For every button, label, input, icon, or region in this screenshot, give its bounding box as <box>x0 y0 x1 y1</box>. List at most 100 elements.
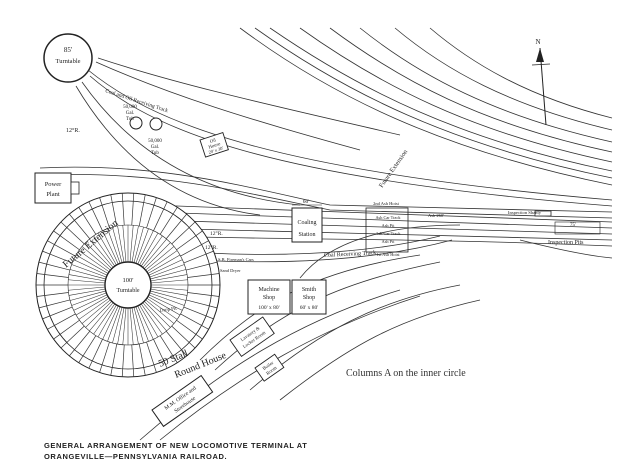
turntable-spoke <box>107 306 121 342</box>
turntable-spoke <box>135 306 149 342</box>
svg-text:2nd Ash Hoist: 2nd Ash Hoist <box>373 201 400 206</box>
turntable-spoke <box>102 305 119 340</box>
round-house-stall-wall <box>99 341 110 373</box>
turntable-spoke <box>142 302 167 332</box>
svg-text:85': 85' <box>64 46 72 54</box>
svg-text:Ash Pit: Ash Pit <box>382 223 396 228</box>
round-house-stall-wall <box>110 194 118 227</box>
svg-text:100': 100' <box>123 277 134 284</box>
turntable-spoke <box>112 307 123 344</box>
svg-text:1st Ash Hoist: 1st Ash Hoist <box>376 252 400 257</box>
turntable-spoke <box>149 292 185 306</box>
round-house-stall-wall <box>36 292 69 297</box>
turntable-spoke <box>148 259 183 276</box>
round-house: 100' Turntable <box>35 192 221 378</box>
round-house-stall-wall <box>187 292 220 297</box>
svg-text:Turntable: Turntable <box>116 288 139 294</box>
svg-text:House: House <box>208 142 221 151</box>
turntable-spoke <box>68 279 106 284</box>
turntable-spoke <box>89 302 114 332</box>
coaling-station: Coaling Station 60' <box>291 199 323 243</box>
round-house-stall-wall <box>38 299 70 309</box>
svg-text:50,000: 50,000 <box>148 139 162 144</box>
turntable-spoke <box>97 304 117 338</box>
turntable-spoke <box>68 288 106 296</box>
turntable-spoke <box>71 292 107 306</box>
round-house-stall-wall <box>131 344 135 377</box>
lavatory-building: Lavatory & Locker Room <box>229 316 275 358</box>
turntable-spoke <box>68 286 106 291</box>
turntable-spoke <box>145 299 175 324</box>
svg-text:Tub: Tub <box>151 151 159 156</box>
svg-text:Shop: Shop <box>303 295 315 301</box>
round-house-stall-wall <box>180 240 209 257</box>
svg-text:Ash Car Track: Ash Car Track <box>375 231 401 236</box>
turntable-spoke <box>85 242 112 269</box>
radius-label-12: 12°R. <box>66 127 80 134</box>
caption-line-1: GENERAL ARRANGEMENT OF NEW LOCOMOTIVE TE… <box>44 441 308 450</box>
svg-text:Ash 260': Ash 260' <box>428 213 444 218</box>
round-house-stall-wall <box>78 207 97 235</box>
round-house-stall-wall <box>36 273 69 278</box>
round-house-stall-wall <box>138 343 146 376</box>
round-house-stall-wall <box>187 273 220 278</box>
round-house-stall-wall <box>159 335 178 363</box>
turntable-spoke <box>145 246 175 271</box>
turntable-spoke <box>97 232 117 266</box>
turntable-spoke <box>129 225 134 263</box>
turntable-spoke <box>122 307 127 345</box>
turntable-spoke <box>112 226 123 263</box>
svg-text:Station: Station <box>298 232 315 238</box>
svg-text:Oil: Oil <box>209 138 217 145</box>
round-house-stall-wall <box>165 331 187 357</box>
turntable-spoke <box>144 301 171 328</box>
round-house-stall-wall <box>176 319 203 340</box>
turntable-spoke <box>131 225 139 263</box>
round-house-stall-wall <box>183 306 214 320</box>
round-house-stall-wall <box>186 299 218 309</box>
svg-text:Machine: Machine <box>259 287 280 293</box>
turntable-spoke <box>147 254 181 274</box>
turntable-spoke <box>75 254 109 274</box>
svg-text:Turntable: Turntable <box>55 58 80 65</box>
round-house-stall-wall <box>69 213 91 239</box>
oil-tubs: 50,000 Gal. Tub 50,000 Gal. Tub <box>123 105 163 156</box>
sb-track-label: S.B. Fireman's Cars <box>218 257 254 262</box>
turntable-spoke <box>139 232 159 266</box>
ash-pits: 2nd Ash Hoist Ash Car Track Ash Pit Ash … <box>365 201 444 257</box>
turntable-spoke <box>85 301 112 328</box>
turntable-spoke <box>150 286 188 291</box>
round-house-stall-wall <box>165 213 187 239</box>
turntable-spoke <box>135 228 149 264</box>
turntable-spoke <box>140 235 163 267</box>
turntable-spoke <box>131 307 139 345</box>
round-house-stall-wall <box>88 201 103 231</box>
svg-text:100' x 80': 100' x 80' <box>258 305 279 311</box>
boiler-room: Boiler Room <box>254 353 285 382</box>
round-house-stall-wall <box>99 197 110 229</box>
turntable-spoke <box>137 230 154 265</box>
svg-text:Gal.: Gal. <box>151 145 159 150</box>
round-house-stall-wall <box>138 194 146 227</box>
turntable-spoke <box>93 235 116 267</box>
svg-text:Inspection Pits: Inspection Pits <box>548 240 584 246</box>
round-house-stall-wall <box>176 230 203 251</box>
round-house-stall-wall <box>171 325 196 349</box>
svg-text:Smith: Smith <box>302 287 316 293</box>
round-house-stall-wall <box>146 197 157 229</box>
svg-text:Power: Power <box>45 181 62 188</box>
turntable-85: 85' Turntable <box>43 33 93 83</box>
coal-receiving-track-label: Coal Receiving Track <box>324 250 377 259</box>
turntable-spoke <box>149 264 185 278</box>
turntable-spoke <box>148 294 183 311</box>
svg-text:Shop: Shop <box>263 295 275 301</box>
turntable-spoke <box>142 238 167 268</box>
round-house-stall-wall <box>53 230 80 251</box>
round-house-stall-wall <box>60 325 85 349</box>
svg-text:Coaling: Coaling <box>298 220 317 226</box>
storehouse: M.M. Office and Storehouse <box>151 374 214 428</box>
turntable-spoke <box>144 242 171 269</box>
turntable-spoke <box>150 269 187 280</box>
